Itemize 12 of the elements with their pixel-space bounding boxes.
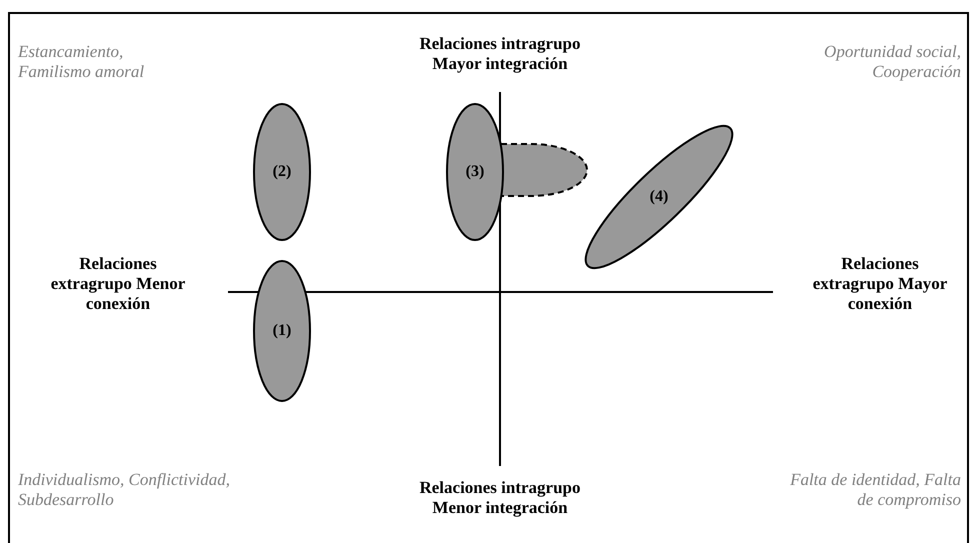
axis-label: Relaciones intragrupo Mayor integración: [418, 34, 582, 74]
quadrant-note: Estancamiento, Familismo amoral: [18, 42, 146, 82]
ellipse-number: (1): [272, 322, 292, 340]
axis-label: Relaciones extragrupo Mayor conexión: [812, 254, 948, 314]
axis-label: Relaciones intragrupo Menor integración: [418, 478, 582, 518]
ellipse-number: (4): [650, 188, 668, 206]
ellipse-number: (3): [466, 163, 484, 181]
quadrant-note: Oportunidad social, Cooperación: [823, 42, 961, 82]
ellipse-number: (2): [272, 163, 292, 181]
axis-label: Relaciones extragrupo Menor conexión: [50, 254, 186, 314]
quadrant-note: Falta de identidad, Falta de compromiso: [789, 470, 961, 510]
quadrant-note: Individualismo, Conflictividad, Subdesarrollo: [18, 470, 232, 510]
